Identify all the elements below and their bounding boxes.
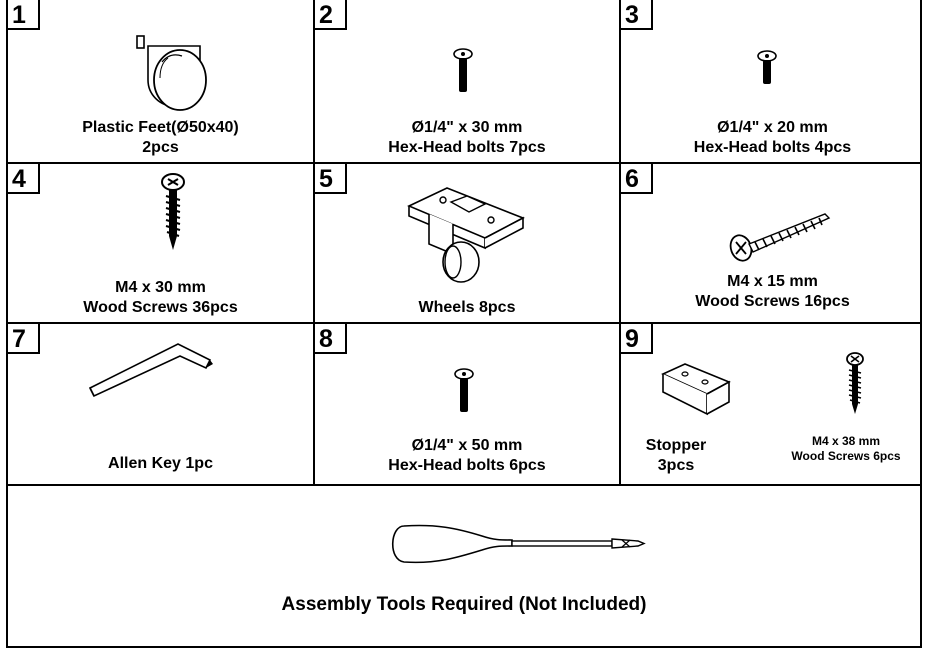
part-cell-5: 5 Wheels 8pcs bbox=[313, 164, 621, 322]
part-label: Plastic Feet(Ø50x40)2pcs bbox=[82, 119, 239, 156]
caster-wheel-icon bbox=[407, 187, 525, 283]
hex-bolt-icon bbox=[453, 48, 473, 92]
part-cell-1: 1 Plastic Feet(Ø50x40)2pcs bbox=[8, 0, 313, 162]
part-number: 5 bbox=[315, 164, 347, 194]
hex-bolt-icon bbox=[757, 50, 777, 84]
part-number: 6 bbox=[621, 164, 653, 194]
part-number: 8 bbox=[315, 324, 347, 354]
part-cell-7: 7 Allen Key 1pc bbox=[8, 324, 313, 484]
part-label: Allen Key 1pc bbox=[108, 455, 213, 472]
parts-sheet: 1 Plastic Feet(Ø50x40)2pcs 2 Ø1/4" x 30 … bbox=[6, 0, 922, 648]
part-number: 1 bbox=[8, 0, 40, 30]
wood-screw-icon bbox=[729, 213, 831, 262]
part-number: 4 bbox=[8, 164, 40, 194]
tools-section: Assembly Tools Required (Not Included) bbox=[8, 486, 920, 648]
tools-title: Assembly Tools Required (Not Included) bbox=[281, 594, 647, 615]
wood-screw-icon bbox=[846, 352, 864, 414]
part-number: 2 bbox=[315, 0, 347, 30]
part-number: 3 bbox=[621, 0, 653, 30]
part-number: 7 bbox=[8, 324, 40, 354]
plastic-foot-icon bbox=[136, 35, 207, 111]
part-number: 9 bbox=[621, 324, 653, 354]
parts-row-1: 1 Plastic Feet(Ø50x40)2pcs 2 Ø1/4" x 30 … bbox=[8, 0, 920, 164]
hex-bolt-icon bbox=[454, 368, 474, 412]
screwdriver-icon bbox=[392, 524, 646, 564]
stopper-block-icon bbox=[661, 363, 731, 416]
allen-key-icon bbox=[88, 343, 213, 398]
part-label: Wheels 8pcs bbox=[418, 299, 516, 316]
wood-screw-icon bbox=[161, 173, 185, 250]
